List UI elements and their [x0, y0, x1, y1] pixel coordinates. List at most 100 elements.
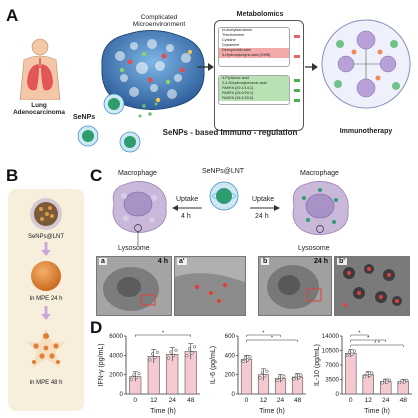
metabolomics-box: Metabolomics N-Acetylserotonin Theobromi…	[214, 11, 304, 131]
down-arrow-icon	[41, 242, 51, 256]
x-axis-label: Time (h)	[150, 408, 176, 415]
em-image-a-label: a	[99, 258, 107, 265]
data-point	[192, 345, 197, 349]
uptake-24h-label: Uptake	[252, 196, 275, 203]
data-point	[150, 352, 155, 356]
significance-mark: * *	[374, 341, 381, 347]
lysosome-right-label: Lysosome	[298, 245, 330, 252]
x-tick-label: 24	[382, 397, 390, 404]
y-tick-label: 4000	[109, 352, 123, 359]
data-point	[243, 356, 247, 360]
data-point	[166, 356, 171, 360]
x-tick-label: 24	[169, 397, 177, 404]
arrow-to-metabolomics	[197, 63, 214, 71]
data-point	[275, 379, 279, 383]
data-point	[297, 376, 301, 380]
metabolomics-title: Metabolomics	[236, 11, 284, 18]
data-point	[246, 358, 250, 362]
data-point	[248, 355, 252, 359]
x-axis-label: Time (h)	[259, 408, 285, 415]
em-image-b-prime-label: b'	[337, 258, 347, 265]
em-image-b-prime: b'	[334, 256, 410, 316]
uptake-4h-time: 4 h	[181, 213, 191, 220]
x-tick-label: 48	[400, 397, 408, 404]
data-point	[370, 371, 374, 375]
data-point	[258, 376, 262, 380]
y-tick-label: 600	[225, 333, 236, 340]
senps-lnt-particle-icon	[209, 181, 239, 211]
uptake-4h-label: Uptake	[176, 196, 199, 203]
data-point	[400, 379, 404, 383]
data-point	[185, 354, 189, 358]
data-point	[241, 359, 245, 363]
senps-lnt-particle-image	[30, 198, 62, 230]
data-point	[405, 378, 409, 382]
metabolite-item: Cytidine	[222, 38, 236, 42]
significance-mark: *	[367, 336, 370, 342]
y-axis-label: IFN-γ (pg/mL)	[98, 343, 105, 386]
x-tick-label: 0	[133, 397, 137, 404]
em-image-b-texture	[259, 257, 331, 315]
metabolite-group-2: 4-Pyridoxic acid 2,4-Dihydroxybenzoic ac…	[218, 75, 290, 105]
lysosome-left-pointer	[137, 232, 139, 246]
data-point	[260, 371, 264, 375]
data-point	[129, 377, 134, 381]
lung-adenocarcinoma-label: Lung Adenocarcinoma	[13, 102, 65, 116]
data-point	[153, 356, 157, 360]
y-tick-label: 400	[225, 352, 236, 359]
data-point	[299, 373, 303, 377]
data-point	[132, 373, 136, 377]
significance-mark: *	[162, 331, 165, 337]
data-point	[187, 347, 192, 351]
lung-figure-illustration	[19, 38, 61, 100]
y-axis-label: IL-10 (pg/mL)	[314, 344, 321, 386]
bar	[345, 353, 357, 395]
data-point	[265, 369, 269, 373]
uptake-24h-time: 24 h	[255, 213, 269, 220]
em-image-a: a 4 h	[96, 256, 172, 316]
data-point	[190, 351, 194, 355]
x-tick-label: 0	[349, 397, 353, 404]
data-point	[280, 377, 284, 381]
y-tick-label: 10500	[322, 348, 340, 355]
y-tick-label: 200	[225, 372, 236, 379]
data-point	[169, 350, 173, 354]
macrophage-left-label: Macrophage	[118, 170, 157, 177]
em-image-a-prime: a'	[174, 256, 246, 316]
x-tick-label: 0	[245, 397, 249, 404]
y-tick-label: 2000	[109, 372, 123, 379]
metabolite-item-highlight: FAHFA (23:0/20:1)	[219, 91, 289, 96]
down-arrow-icon	[41, 306, 51, 320]
x-axis-label: Time (h)	[364, 408, 390, 415]
data-point	[402, 380, 406, 384]
x-tick-label: 12	[150, 397, 158, 404]
panel-d-letter: D	[90, 318, 103, 337]
immunotherapy-label: Immunotherapy	[339, 128, 393, 135]
senps-particles-illustration	[77, 93, 158, 153]
em-image-a-prime-label: a'	[177, 258, 187, 265]
macrophage-right-cell	[292, 181, 349, 235]
macrophage-left-cell	[112, 181, 167, 233]
data-point	[348, 350, 352, 354]
data-point	[134, 376, 139, 380]
metabolite-item-highlight: 2,4-Dihydroxybenzoic acid	[219, 81, 289, 86]
significance-mark: *	[271, 336, 274, 342]
data-point	[387, 378, 391, 382]
metabolite-item: Theobromine	[222, 33, 245, 37]
data-point	[365, 372, 369, 376]
data-point	[292, 377, 296, 381]
em-image-a-time: 4 h	[157, 258, 168, 265]
particle-label: SeNPs@LNT	[201, 168, 245, 175]
panel-c-letter: C	[90, 166, 103, 185]
data-point	[171, 354, 176, 358]
data-point	[137, 372, 141, 376]
metabolite-item-highlight: FAHFA (20:1/14:1)	[219, 86, 289, 91]
data-point	[148, 358, 152, 362]
x-tick-label: 12	[365, 397, 373, 404]
data-point	[383, 379, 387, 383]
regulation-title: SeNPs - based Immuno - regulation	[162, 128, 298, 137]
data-point	[385, 380, 389, 384]
metabolite-item: Dopamine	[222, 43, 240, 47]
uptake-4h-arrow	[172, 205, 202, 211]
